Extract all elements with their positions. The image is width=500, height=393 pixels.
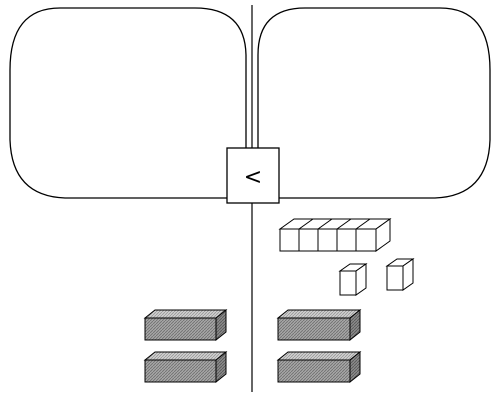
comparison-symbol-box bbox=[226, 147, 280, 204]
ones-cube-1 bbox=[338, 263, 368, 296]
hundreds-flat-right-1 bbox=[276, 308, 362, 342]
left-comparison-region bbox=[9, 7, 247, 199]
right-comparison-region bbox=[257, 7, 491, 199]
tens-rod bbox=[278, 218, 392, 252]
comparison-symbol: < bbox=[244, 165, 262, 190]
hundreds-flat-left-1 bbox=[143, 308, 228, 342]
ones-cube-2 bbox=[385, 258, 415, 291]
hundreds-flat-right-2 bbox=[276, 350, 362, 384]
hundreds-flat-left-2 bbox=[143, 350, 228, 384]
